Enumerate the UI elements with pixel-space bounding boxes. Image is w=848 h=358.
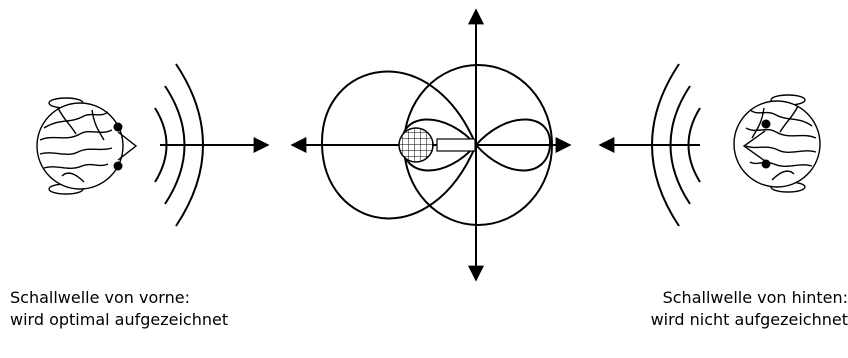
back-caption: Schallwelle von hinten: wird nicht aufge… <box>651 287 848 331</box>
back-caption-line2: wird nicht aufgezeichnet <box>651 309 848 331</box>
front-caption-line1: Schallwelle von vorne: <box>10 287 228 309</box>
front-caption: Schallwelle von vorne: wird optimal aufg… <box>10 287 228 331</box>
left-head-icon <box>37 98 136 194</box>
right-head-icon <box>734 95 820 192</box>
back-caption-line1: Schallwelle von hinten: <box>651 287 848 309</box>
polar-pattern <box>292 10 570 280</box>
front-caption-line2: wird optimal aufgezeichnet <box>10 309 228 331</box>
